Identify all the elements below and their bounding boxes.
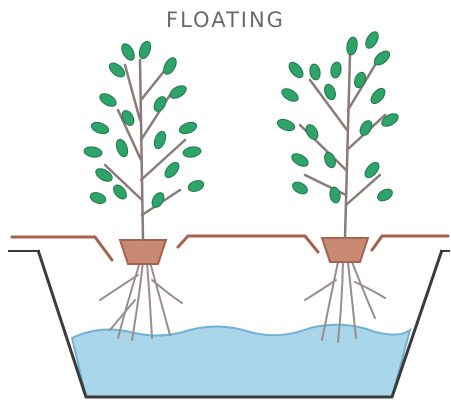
right-plant xyxy=(276,30,400,342)
tank xyxy=(8,250,450,397)
right-pot xyxy=(322,238,368,262)
left-plant xyxy=(83,40,205,340)
right-stems xyxy=(300,55,385,238)
raft-segment-right xyxy=(372,236,448,250)
raft-segment-left xyxy=(12,237,112,260)
left-roots xyxy=(100,262,182,340)
raft-segment-middle xyxy=(178,236,318,252)
water xyxy=(72,325,410,397)
left-pot xyxy=(120,240,166,264)
left-leaves xyxy=(83,40,205,210)
raft xyxy=(12,236,448,260)
